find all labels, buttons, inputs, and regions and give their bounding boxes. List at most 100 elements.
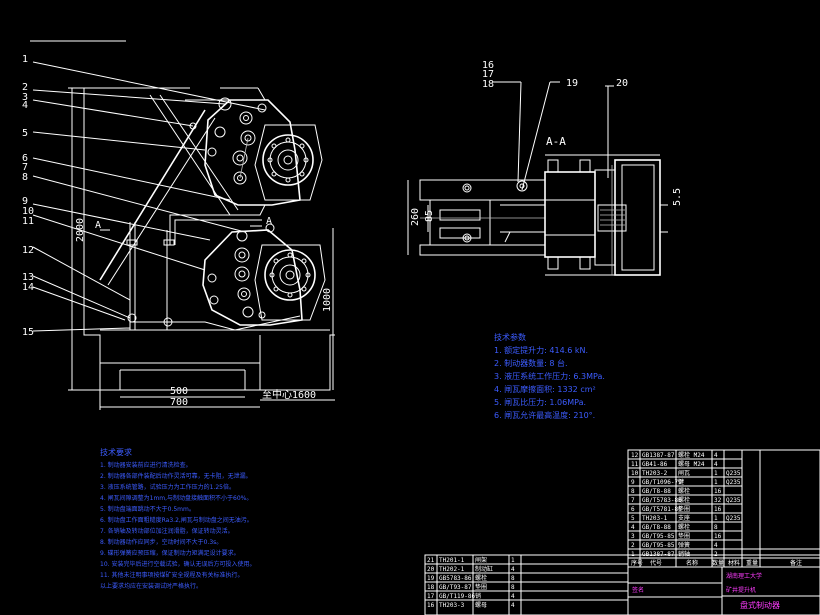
callout-7: 7 xyxy=(22,162,28,173)
svg-text:12: 12 xyxy=(631,452,639,459)
callout-5: 5 xyxy=(22,128,28,139)
svg-text:21: 21 xyxy=(427,557,435,564)
tech-requirements: 技术要求 1. 制动器安装前应进行清洗检查。 2. 制动器各部件装配后动作灵活可… xyxy=(100,447,255,590)
svg-text:螺栓: 螺栓 xyxy=(678,523,690,531)
svg-text:TH202-1: TH202-1 xyxy=(439,566,465,573)
tech-req-item: 11. 其他未注明事项按煤矿安全规程及有关标准执行。 xyxy=(100,571,243,579)
svg-text:螺栓: 螺栓 xyxy=(678,496,690,504)
upper-brake-body xyxy=(204,99,301,206)
svg-text:19: 19 xyxy=(427,575,435,582)
callout-12: 12 xyxy=(22,245,34,256)
tech-param-item: 5. 闸瓦比压力: 1.06MPa. xyxy=(494,397,586,407)
svg-text:螺栓: 螺栓 xyxy=(475,574,487,582)
svg-text:重量: 重量 xyxy=(746,559,758,567)
dim-500: 500 xyxy=(170,386,188,397)
dim-85: 85 xyxy=(424,210,435,222)
svg-text:8: 8 xyxy=(511,575,515,582)
bottom-pipe xyxy=(130,315,301,331)
school-name: 湖南理工大学 xyxy=(726,572,762,580)
svg-text:4: 4 xyxy=(511,566,515,573)
svg-text:制动缸: 制动缸 xyxy=(475,565,493,573)
tech-params: 技术参数 1. 额定提升力: 414.6 kN. 2. 制动器数量: 8 台. … xyxy=(494,332,605,420)
svg-text:Q235: Q235 xyxy=(726,497,741,504)
svg-text:16: 16 xyxy=(714,506,722,513)
callout-8: 8 xyxy=(22,172,28,183)
svg-text:GB41-86: GB41-86 xyxy=(642,461,668,468)
upper-brake-disc xyxy=(262,134,314,186)
dim-5-5: 5.5 xyxy=(672,188,683,206)
svg-text:键: 键 xyxy=(678,478,684,486)
svg-text:Q235: Q235 xyxy=(726,479,741,486)
callout-16: 16 xyxy=(482,60,494,71)
section-marker-left: A xyxy=(95,220,101,231)
svg-text:TH203-2: TH203-2 xyxy=(642,470,668,477)
callout-3: 3 xyxy=(22,92,28,103)
svg-text:支座: 支座 xyxy=(678,514,690,522)
svg-text:代号: 代号 xyxy=(650,559,662,567)
callout-18: 18 xyxy=(482,79,494,90)
upper-brake-assembly xyxy=(189,97,323,206)
svg-text:GB/T8-88: GB/T8-88 xyxy=(642,524,671,531)
svg-text:GB/T95-85: GB/T95-85 xyxy=(642,533,675,540)
svg-text:GB/T95-85: GB/T95-85 xyxy=(642,542,675,549)
dim-260: 260 xyxy=(410,208,421,226)
tech-param-item: 3. 液压系统工作压力: 6.3MPa. xyxy=(494,371,605,381)
upper-bolt xyxy=(239,111,253,125)
tech-req-item: 10. 安装完毕后进行空载试验，确认无误后方可投入使用。 xyxy=(100,560,255,568)
tech-req-item: 7. 各销轴及转动部位加注润滑脂，保证转动灵活。 xyxy=(100,527,234,535)
svg-text:螺母: 螺母 xyxy=(475,601,487,609)
tech-req-item: 5. 制动盘端面跳动不大于0.5mm。 xyxy=(100,505,195,513)
tech-param-item: 6. 闸瓦允许最高温度: 210°. xyxy=(494,410,595,420)
svg-text:16: 16 xyxy=(427,602,435,609)
svg-text:名称: 名称 xyxy=(686,559,698,567)
svg-text:8: 8 xyxy=(511,584,515,591)
svg-text:3: 3 xyxy=(631,533,635,540)
svg-text:20: 20 xyxy=(427,566,435,573)
svg-text:销轴: 销轴 xyxy=(678,550,690,558)
svg-text:9: 9 xyxy=(631,479,635,486)
diagonal-brace-upper xyxy=(99,109,206,281)
svg-text:1: 1 xyxy=(714,479,718,486)
svg-text:序号: 序号 xyxy=(631,559,643,567)
svg-text:螺母 M24: 螺母 M24 xyxy=(678,460,705,468)
tech-req-item: 8. 制动器动作应同步，空动时间不大于0.3s。 xyxy=(100,538,222,546)
drawing-project: 矿井提升机 xyxy=(726,586,756,594)
tech-param-item: 1. 额定提升力: 414.6 kN. xyxy=(494,345,588,355)
upper-bolt xyxy=(233,171,247,185)
svg-text:GB/T5781-86: GB/T5781-86 xyxy=(642,506,682,513)
svg-text:销: 销 xyxy=(475,592,481,600)
tech-params-heading: 技术参数 xyxy=(494,332,526,342)
frame-outline xyxy=(83,88,335,391)
svg-text:5: 5 xyxy=(631,515,635,522)
svg-text:闸架: 闸架 xyxy=(475,556,487,564)
svg-text:Q235: Q235 xyxy=(726,515,741,522)
svg-text:8: 8 xyxy=(631,488,635,495)
left-callouts: 1 2 3 4 5 6 7 8 9 10 11 12 13 14 15 xyxy=(22,54,34,338)
callout-6: 6 xyxy=(22,153,28,164)
svg-text:GB/T5783-86: GB/T5783-86 xyxy=(642,497,682,504)
left-leaders xyxy=(32,61,266,332)
callout-13: 13 xyxy=(22,272,34,283)
callout-2: 2 xyxy=(22,82,28,93)
dim-700: 700 xyxy=(170,397,188,408)
svg-text:8: 8 xyxy=(714,524,718,531)
svg-text:18: 18 xyxy=(427,584,435,591)
tech-req-item: 1. 制动器安装前应进行清洗检查。 xyxy=(100,461,192,469)
svg-text:GB/T93-87: GB/T93-87 xyxy=(439,584,472,591)
svg-text:1: 1 xyxy=(714,470,718,477)
svg-text:16: 16 xyxy=(714,488,722,495)
tech-req-item: 以上要求均应在安装调试时严格执行。 xyxy=(100,582,202,590)
lower-brake-assembly xyxy=(202,223,326,326)
svg-text:垫圈: 垫圈 xyxy=(678,505,690,513)
tech-req-item: 6. 制动盘工作面粗糙度Ra3.2,闸瓦与制动盘之间无油污。 xyxy=(100,516,253,524)
section-view: A-A 16 17 18 19 20 xyxy=(407,60,683,276)
svg-text:GB5783-86: GB5783-86 xyxy=(439,575,472,582)
svg-text:1: 1 xyxy=(511,557,515,564)
tech-req-heading: 技术要求 xyxy=(100,447,132,457)
callout-9: 9 xyxy=(22,196,28,207)
svg-text:Q235: Q235 xyxy=(726,470,741,477)
tech-param-item: 2. 制动器数量: 8 台. xyxy=(494,358,568,368)
